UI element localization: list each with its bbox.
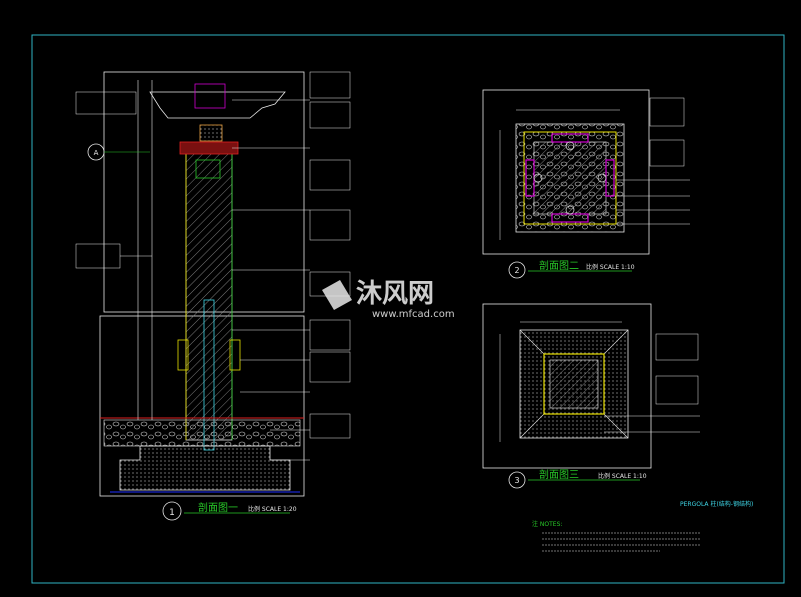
cap-plate xyxy=(199,124,223,142)
detail-1-number: 1 xyxy=(169,508,175,518)
watermark-url: www.mfcad.com xyxy=(372,309,455,320)
section-marker-label: A xyxy=(94,149,99,157)
plan-2-bolt-1 xyxy=(565,141,575,151)
detail-1-title: 剖面图一 xyxy=(198,501,238,514)
detail-2-frame xyxy=(482,89,650,255)
detail-2-plan: 2 剖面图二 比例 SCALE 1:10 xyxy=(482,89,690,279)
detail-2-number: 2 xyxy=(514,266,519,275)
plan-2-core xyxy=(533,141,607,215)
beam-capital xyxy=(149,91,286,119)
column-shaft xyxy=(185,149,233,441)
section-marker: A xyxy=(87,143,150,161)
detail-2-number-circle xyxy=(508,261,526,279)
detail-1-number-circle xyxy=(162,501,182,521)
base-plate-right xyxy=(229,339,241,371)
callout-blocks-right xyxy=(309,71,351,439)
detail-3-plan: 3 剖面图三 比例 SCALE 1:10 xyxy=(482,303,700,489)
detail-3-frame xyxy=(482,303,652,469)
plan-2-bolt-3 xyxy=(597,173,607,183)
detail-2-scale: 比例 SCALE 1:10 xyxy=(586,263,635,271)
footing xyxy=(119,445,291,491)
plan-3-bevel xyxy=(519,329,629,439)
notes-block: 注 NOTES: xyxy=(532,520,700,552)
detail-3-number-circle xyxy=(508,471,526,489)
callout-blocks-left xyxy=(75,91,152,269)
detail-3-scale: 比例 SCALE 1:10 xyxy=(598,472,647,480)
notes-title: 注 NOTES: xyxy=(532,520,562,528)
plan-3-yellow xyxy=(543,353,605,415)
sheet-frame xyxy=(31,34,785,584)
base-plate-left xyxy=(177,339,189,371)
watermark: 沐风网 www.mfcad.com xyxy=(322,279,455,320)
plan-3-callouts xyxy=(604,333,700,433)
column-head xyxy=(179,141,239,155)
plan-3-core xyxy=(549,359,599,409)
plan-2-callouts xyxy=(616,97,690,225)
watermark-logo-icon xyxy=(322,280,352,310)
plan-2-bolt-4 xyxy=(565,205,575,215)
detail-3-title: 剖面图三 xyxy=(539,468,579,481)
detail-1-scale: 比例 SCALE 1:20 xyxy=(248,505,297,513)
callout-leaders xyxy=(232,99,310,461)
detail-3-number: 3 xyxy=(514,476,519,485)
beam-block xyxy=(194,83,226,109)
plan-2-bolt-2 xyxy=(533,173,543,183)
watermark-brand: 沐风网 xyxy=(356,279,434,309)
gravel-layer xyxy=(103,419,301,447)
plan-2-yellow xyxy=(523,131,617,225)
column-collar xyxy=(195,159,221,179)
detail-1-section: A 1 剖面图一 比例 SCALE 1:20 xyxy=(75,71,351,521)
detail-2-title: 剖面图二 xyxy=(539,259,579,272)
sheet-label: PERGOLA 柱(结构-钢结构) xyxy=(680,500,753,508)
